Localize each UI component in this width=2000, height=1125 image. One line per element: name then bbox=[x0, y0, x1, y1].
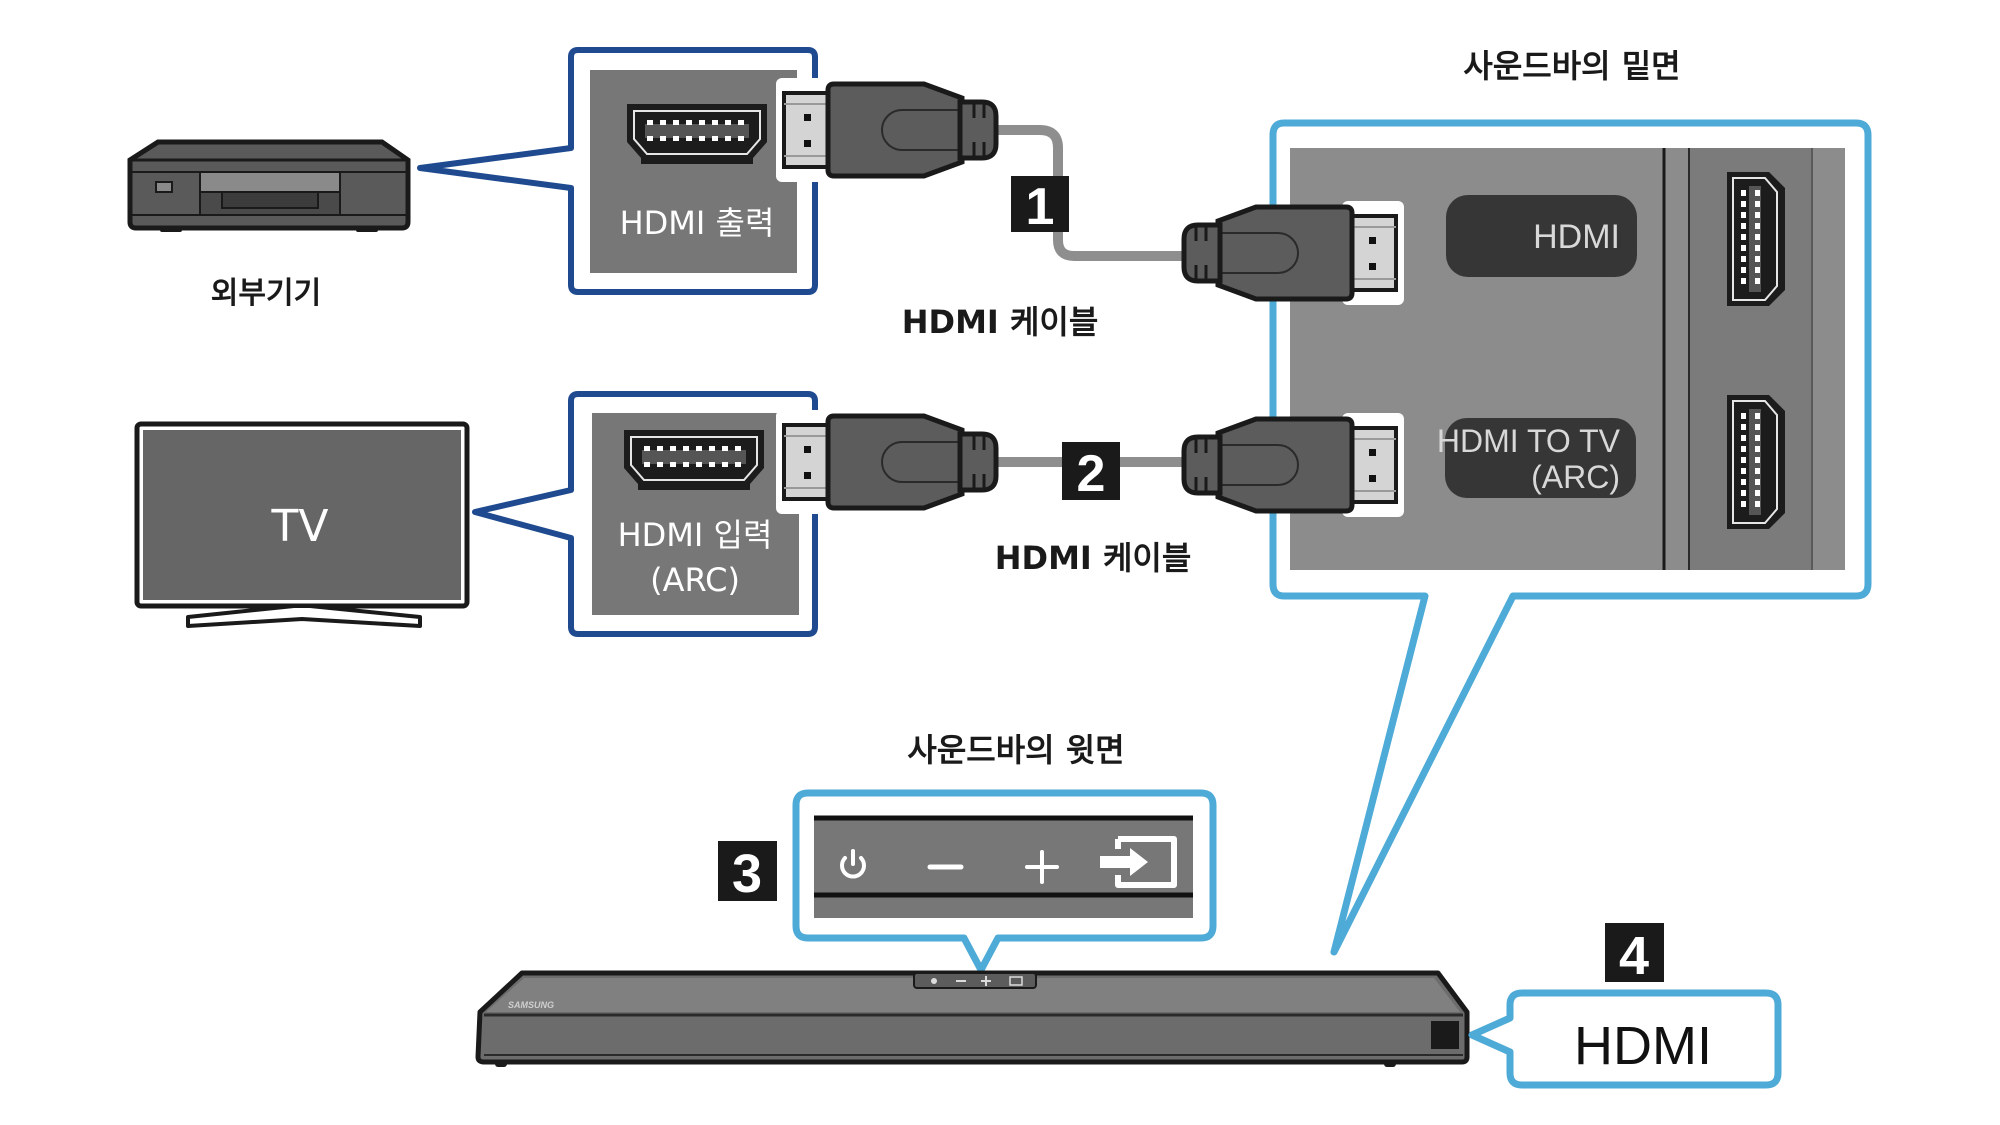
soundbar-display-text: HDMI bbox=[1574, 1016, 1712, 1076]
svg-text:HDMI: HDMI bbox=[1533, 218, 1620, 256]
external-device-port-callout: HDMI 출력 bbox=[417, 47, 818, 295]
svg-text:(ARC): (ARC) bbox=[1531, 459, 1620, 495]
hdmi-plug-tv-end bbox=[776, 410, 996, 514]
hdmi-out-port-icon bbox=[626, 103, 768, 165]
step-badge-1: 1 bbox=[1011, 176, 1069, 236]
soundbar-bottom-callout: HDMI HDMI TO TV (ARC) bbox=[1269, 119, 1872, 956]
plus-icon bbox=[1025, 850, 1059, 884]
hdmi-cable-1 bbox=[990, 125, 1192, 261]
svg-text:3: 3 bbox=[732, 844, 762, 904]
svg-text:1: 1 bbox=[1026, 178, 1055, 236]
hdmi-plug-source-end bbox=[776, 78, 996, 182]
bottom-hdmi-label-box: HDMI bbox=[1446, 195, 1637, 277]
step-badge-3: 3 bbox=[718, 841, 777, 904]
input-source-icon bbox=[1100, 836, 1177, 888]
tv-icon bbox=[134, 421, 470, 628]
external-device bbox=[127, 139, 411, 232]
soundbar-top-callout bbox=[792, 789, 1217, 974]
soundbar-display-callout: HDMI bbox=[1468, 989, 1782, 1089]
volume-up-button[interactable] bbox=[1025, 850, 1059, 884]
soundbar-display bbox=[1431, 1021, 1459, 1049]
external-device-label: 외부기기 bbox=[211, 276, 321, 311]
hdmi-plug-soundbar-hdmi bbox=[1184, 201, 1404, 305]
tv-port-callout: HDMI 입력 (ARC) bbox=[472, 391, 818, 637]
soundbar-top-title: 사운드바의 윗면 bbox=[907, 731, 1124, 769]
step-badge-2: 2 bbox=[1062, 442, 1120, 503]
svg-text:4: 4 bbox=[1619, 926, 1649, 986]
hdmi-out-label: HDMI 출력 bbox=[620, 204, 775, 242]
hdmi-plug-soundbar-arc bbox=[1184, 413, 1404, 517]
power-button[interactable] bbox=[840, 849, 866, 879]
hdmi-cable-1-label: HDMI 케이블 bbox=[902, 303, 1099, 341]
samsung-logo: SAMSUNG bbox=[508, 1000, 554, 1010]
svg-text:HDMI TO TV: HDMI TO TV bbox=[1437, 423, 1621, 459]
soundbar-bottom-title: 사운드바의 밑면 bbox=[1463, 47, 1680, 85]
hdmi-in-port-icon bbox=[623, 429, 765, 491]
soundbar-hdmi-port-icon bbox=[1726, 171, 1786, 307]
hdmi-in-label-line2: (ARC) bbox=[650, 561, 740, 599]
soundbar: SAMSUNG bbox=[475, 970, 1470, 1067]
tv-screen-label: TV bbox=[271, 501, 329, 552]
source-button[interactable] bbox=[1100, 836, 1177, 888]
soundbar-mini-control-panel bbox=[913, 972, 1037, 989]
hdmi-cable-2-label: HDMI 케이블 bbox=[995, 539, 1192, 577]
step-badge-4: 4 bbox=[1605, 923, 1664, 986]
svg-text:2: 2 bbox=[1077, 445, 1106, 503]
bottom-hdmi-to-tv-label-box: HDMI TO TV (ARC) bbox=[1437, 418, 1636, 498]
power-icon bbox=[840, 856, 866, 879]
soundbar-hdmi-arc-port-icon bbox=[1726, 394, 1786, 530]
hdmi-in-label-line1: HDMI 입력 bbox=[618, 516, 773, 554]
